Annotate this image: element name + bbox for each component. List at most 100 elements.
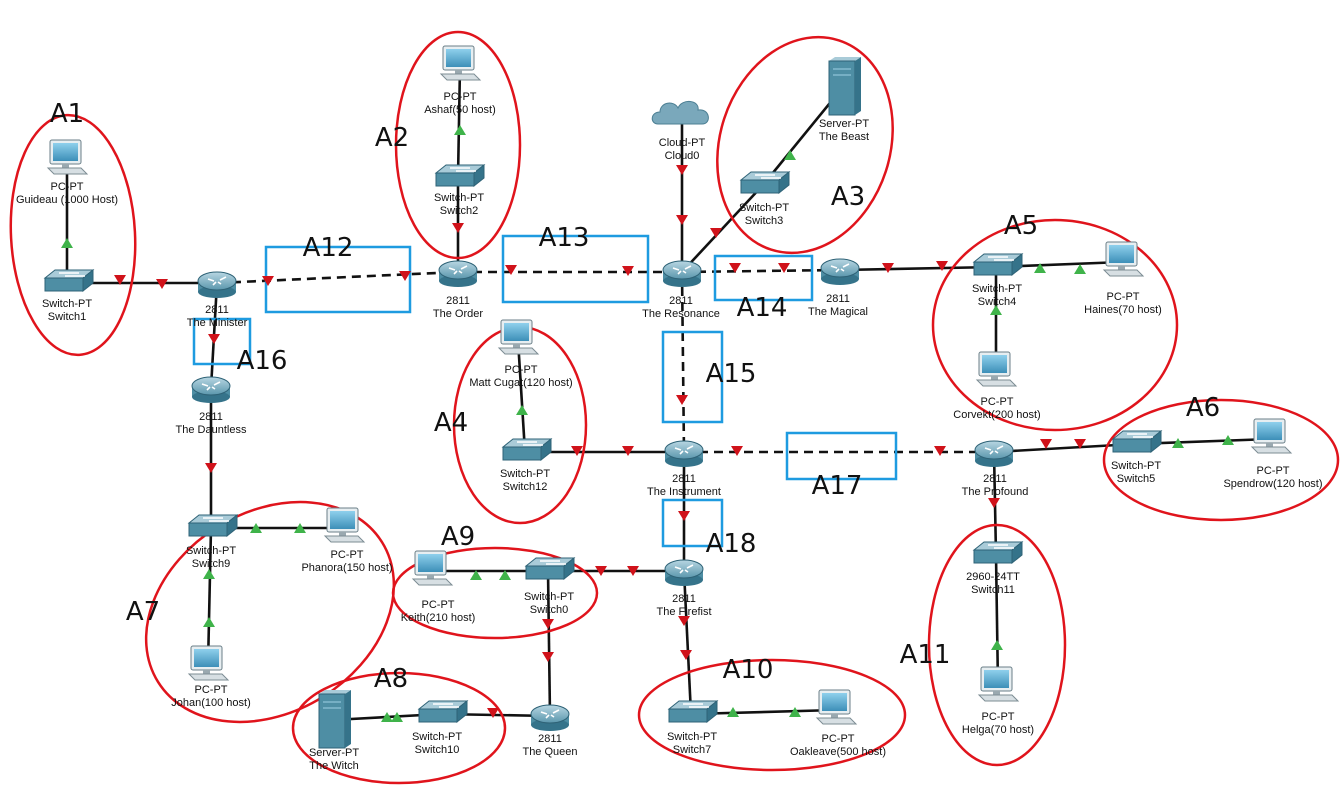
link-up-indicator-17 — [784, 150, 796, 160]
pc-icon[interactable] — [187, 645, 230, 681]
area-label-a15: A15 — [706, 359, 757, 389]
switch-icon[interactable] — [667, 699, 719, 724]
router-icon[interactable] — [664, 440, 704, 467]
device-type-label: Switch-PT — [972, 283, 1022, 295]
pc-icon[interactable] — [439, 45, 482, 81]
device-type-label: 2960-24TT — [966, 571, 1020, 583]
link-up-indicator-24 — [203, 569, 215, 579]
router-icon[interactable] — [662, 260, 702, 287]
device-type-label: 2811 — [205, 304, 229, 316]
link-down-indicator-45 — [542, 619, 554, 629]
switch-icon[interactable] — [1111, 429, 1163, 454]
link-down-indicator-46 — [542, 652, 554, 662]
link-r-magical-to-switch4 — [839, 265, 997, 272]
area-a14-box — [713, 254, 814, 302]
area-label-a5: A5 — [1004, 211, 1038, 241]
switch-icon[interactable] — [43, 268, 95, 293]
area-label-a18: A18 — [706, 529, 757, 559]
pc-icon[interactable] — [323, 507, 366, 543]
switch-icon[interactable] — [972, 540, 1024, 565]
device-type-label: 2811 — [669, 295, 693, 307]
link-down-indicator-21 — [205, 463, 217, 473]
pc-icon[interactable] — [1250, 418, 1293, 454]
link-up-indicator-10 — [1034, 263, 1046, 273]
link-down-indicator-16 — [676, 215, 688, 225]
device-name-label: Matt Cugat(120 host) — [469, 377, 572, 389]
link-switch0-to-r-queen — [546, 570, 552, 717]
area-label-a14: A14 — [737, 293, 788, 323]
link-r-firefist-to-switch7 — [682, 570, 693, 715]
server-icon[interactable] — [828, 57, 861, 116]
device-type-label: 2811 — [538, 733, 562, 745]
link-down-indicator-4 — [505, 265, 517, 275]
link-down-indicator-1 — [156, 279, 168, 289]
link-r-resonance-to-r-magical — [681, 268, 841, 274]
link-up-indicator-13 — [454, 125, 466, 135]
pc-icon[interactable] — [977, 666, 1020, 702]
router-icon[interactable] — [974, 440, 1014, 467]
device-name-label: Phanora(150 host) — [301, 562, 392, 574]
switch-icon[interactable] — [739, 170, 791, 195]
link-up-indicator-22 — [250, 523, 262, 533]
area-label-a7: A7 — [126, 597, 160, 627]
device-name-label: The Queen — [522, 746, 577, 758]
router-icon[interactable] — [664, 559, 704, 586]
link-switch3-to-r-resonance — [681, 184, 764, 273]
switch-icon[interactable] — [501, 437, 553, 462]
switch-icon[interactable] — [972, 252, 1024, 277]
pc-icon[interactable] — [411, 550, 454, 586]
area-label-a13: A13 — [539, 223, 590, 253]
area-a6-circle — [1102, 398, 1340, 522]
device-type-label: PC-PT — [982, 711, 1015, 723]
link-up-indicator-48 — [391, 712, 403, 722]
link-down-indicator-39 — [678, 616, 690, 626]
device-type-label: PC-PT — [331, 549, 364, 561]
device-type-label: Switch-PT — [500, 468, 550, 480]
link-up-indicator-36 — [991, 640, 1003, 650]
pc-icon[interactable] — [975, 351, 1018, 387]
device-type-label: 2811 — [446, 295, 470, 307]
link-down-indicator-15 — [676, 165, 688, 175]
router-icon[interactable] — [191, 376, 231, 403]
link-down-indicator-31 — [1040, 439, 1052, 449]
area-a1-circle — [9, 113, 137, 357]
link-down-indicator-40 — [680, 650, 692, 660]
link-down-indicator-29 — [731, 446, 743, 456]
link-down-indicator-3 — [399, 271, 411, 281]
link-switch9-to-pc-johan — [206, 527, 213, 667]
device-name-label: The Minister — [187, 317, 248, 329]
device-name-label: Switch10 — [415, 744, 460, 756]
device-type-label: 2811 — [199, 411, 223, 423]
device-type-label: Cloud-PT — [659, 137, 706, 149]
device-type-label: Server-PT — [309, 747, 359, 759]
router-icon[interactable] — [438, 260, 478, 287]
device-name-label: Keith(210 host) — [401, 612, 476, 624]
link-down-indicator-41 — [595, 566, 607, 576]
link-up-indicator-12 — [990, 305, 1002, 315]
pc-icon[interactable] — [1102, 241, 1145, 277]
area-label-a17: A17 — [812, 471, 863, 501]
router-icon[interactable] — [820, 258, 860, 285]
pc-icon[interactable] — [497, 319, 540, 355]
device-type-label: PC-PT — [822, 733, 855, 745]
area-a17-box — [785, 431, 898, 481]
area-a11-circle — [927, 523, 1067, 767]
pc-icon[interactable] — [815, 689, 858, 725]
router-icon[interactable] — [530, 704, 570, 731]
area-label-a10: A10 — [723, 655, 774, 685]
switch-icon[interactable] — [187, 513, 239, 538]
cloud-icon[interactable] — [651, 101, 709, 125]
server-icon[interactable] — [318, 690, 351, 749]
switch-icon[interactable] — [524, 556, 576, 581]
switch-icon[interactable] — [417, 699, 469, 724]
router-icon[interactable] — [197, 271, 237, 298]
device-name-label: The Magical — [808, 306, 868, 318]
device-name-label: The Beast — [819, 131, 869, 143]
pc-icon[interactable] — [46, 139, 89, 175]
device-type-label: Switch-PT — [739, 202, 789, 214]
link-down-indicator-6 — [729, 263, 741, 273]
link-down-indicator-49 — [487, 708, 499, 718]
link-down-indicator-2 — [262, 276, 274, 286]
switch-icon[interactable] — [434, 163, 486, 188]
